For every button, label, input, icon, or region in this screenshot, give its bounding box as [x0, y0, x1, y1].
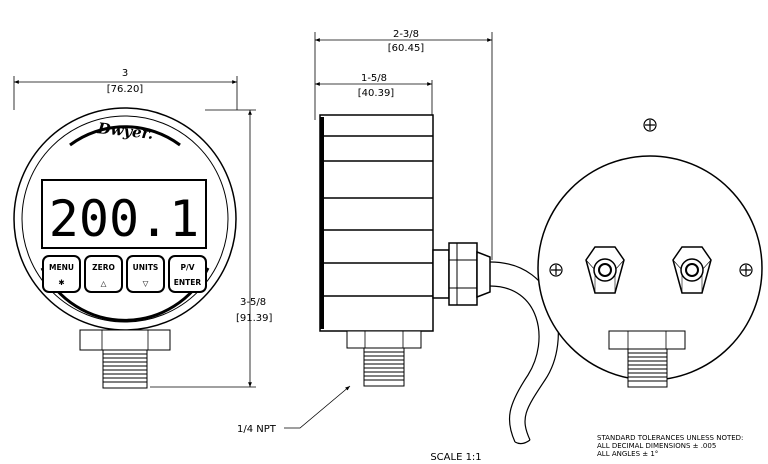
tolerance-note-line3: ALL ANGLES ± 1°	[597, 450, 658, 458]
front-view: 3 [76.20] 3-5/8 [91.39] Dwyer. 200.1 MEN…	[13, 68, 273, 389]
menu-button-label: MENU	[49, 263, 74, 272]
front-width-inches: 3	[122, 68, 128, 79]
cable-gland-nut	[432, 249, 450, 299]
top-screw-icon	[643, 118, 657, 132]
pv-button-label: P/V	[180, 263, 194, 272]
lcd-display	[41, 179, 207, 249]
cable-edge-bottom	[489, 285, 540, 443]
brand-logo: Dwyer.	[96, 119, 155, 143]
triangle-up-icon: △	[101, 279, 107, 288]
front-height-inches: 3-5/8	[240, 297, 266, 308]
left-conduit-port-icon	[585, 246, 625, 294]
side-total-mm: [60.45]	[388, 43, 425, 54]
right-screw-icon	[739, 263, 753, 277]
units-button[interactable]: UNITS ▽	[126, 255, 165, 293]
side-view: 2-3/8 [60.45] 1-5/8 [40.39] 1/4 NPT	[237, 29, 559, 445]
tolerance-note-line2: ALL DECIMAL DIMENSIONS ± .005	[597, 442, 716, 450]
side-total-inches: 2-3/8	[393, 29, 419, 40]
side-body-inches: 1-5/8	[361, 73, 387, 84]
enter-label: ENTER	[174, 278, 202, 287]
menu-symbol-icon: ✱	[58, 278, 64, 287]
thread-label: 1/4 NPT	[237, 424, 277, 435]
side-body-mm: [40.39]	[358, 88, 395, 99]
left-screw-icon	[549, 263, 563, 277]
zero-button-label: ZERO	[92, 263, 115, 272]
front-width-mm: [76.20]	[107, 84, 144, 95]
cable-gland-body	[448, 242, 478, 306]
tolerance-note-line1: STANDARD TOLERANCES UNLESS NOTED:	[597, 434, 743, 442]
thread-leader-line	[284, 385, 351, 429]
right-conduit-port-icon	[672, 246, 712, 294]
hex-fitting	[79, 329, 171, 351]
front-height-mm: [91.39]	[236, 313, 273, 324]
triangle-down-icon: ▽	[143, 279, 149, 288]
rear-view	[537, 118, 763, 388]
display-value: 200.1	[49, 190, 200, 248]
menu-button[interactable]: MENU ✱	[42, 255, 81, 293]
pv-enter-button[interactable]: P/V ENTER	[168, 255, 207, 293]
side-housing	[319, 114, 434, 332]
cable-edge-top	[489, 261, 559, 441]
zero-button[interactable]: ZERO △	[84, 255, 123, 293]
scale-label: SCALE 1:1	[430, 452, 481, 463]
units-button-label: UNITS	[133, 263, 159, 272]
side-hex-fitting	[346, 330, 422, 349]
rear-hex-fitting	[608, 330, 686, 350]
